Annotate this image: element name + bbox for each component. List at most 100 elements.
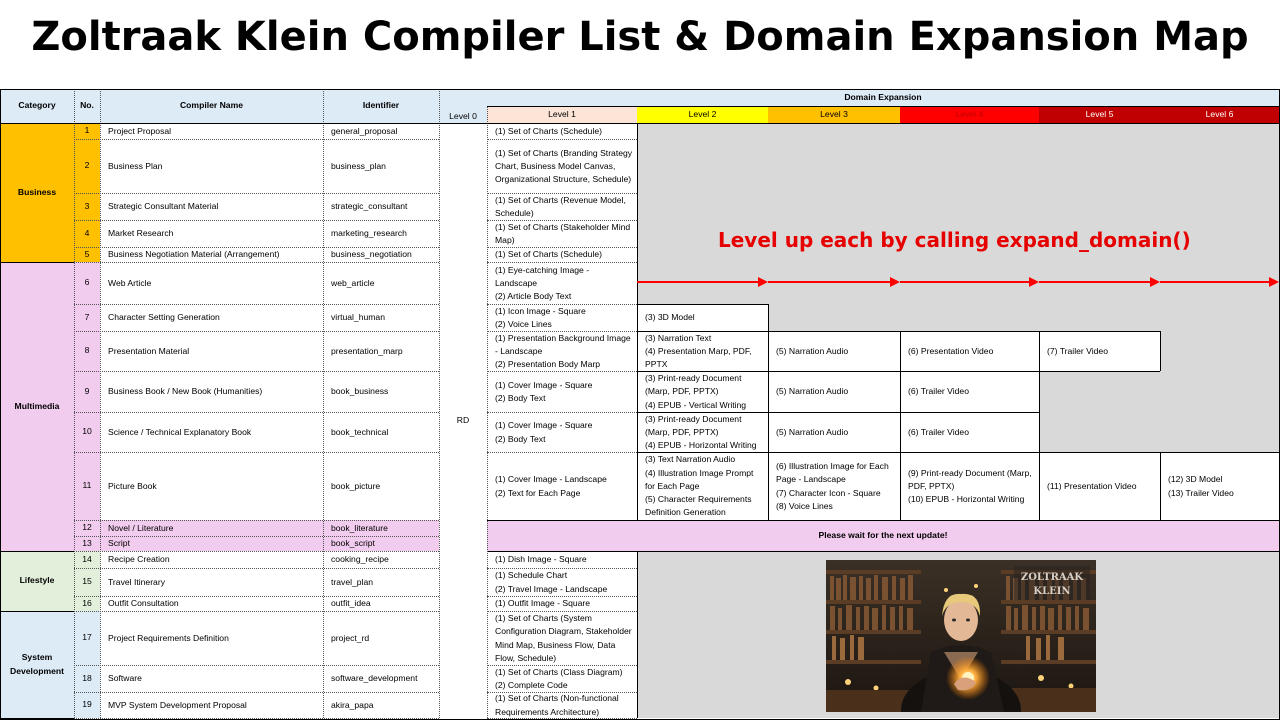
row-compiler-name: MVP System Development Proposal xyxy=(108,699,247,710)
row-compiler-name: Business Book / New Book (Humanities) xyxy=(108,386,263,397)
wait-message: Please wait for the next update! xyxy=(487,520,1279,551)
row-level-3: (5) Narration Audio xyxy=(776,386,849,397)
row-level-2: (3) Print-ready Document (Marp, PDF, PPT… xyxy=(645,373,747,410)
row-identifier: book_business xyxy=(331,386,389,397)
category-label: Lifestyle xyxy=(19,575,55,586)
row-identifier: web_article xyxy=(331,277,375,288)
row-no: 5 xyxy=(84,248,90,259)
row-no: 3 xyxy=(84,200,90,211)
row-no: 7 xyxy=(84,311,90,322)
row-identifier: business_plan xyxy=(331,160,386,171)
row-identifier: cooking_recipe xyxy=(331,554,389,565)
expansion-gray-row7 xyxy=(768,304,1279,331)
category-band-2 xyxy=(0,262,100,551)
row-level-2: (3) Print-ready Document (Marp, PDF, PPT… xyxy=(645,413,757,451)
category-label: Multimedia xyxy=(14,400,60,411)
header-compiler-name: Compiler Name xyxy=(179,100,244,111)
row-identifier: virtual_human xyxy=(331,312,385,323)
row-no: 2 xyxy=(84,160,90,171)
row-compiler-name: Travel Itinerary xyxy=(108,576,165,587)
header-level-4: Level 4 xyxy=(900,106,1039,123)
row-level-2: (3) Text Narration Audio (4) Illustratio… xyxy=(645,454,754,518)
expansion-gray-row9-10 xyxy=(1039,371,1279,452)
header-identifier: Identifier xyxy=(362,100,400,111)
row-compiler-name: Project Requirements Definition xyxy=(108,632,229,643)
row-level-6: (12) 3D Model (13) Trailer Video xyxy=(1168,474,1234,498)
row-compiler-name: Presentation Material xyxy=(108,345,190,356)
row-level-4: (6) Trailer Video xyxy=(908,426,969,437)
row-level-1: (1) Set of Charts (Revenue Model, Schedu… xyxy=(495,194,626,218)
row-compiler-name: Picture Book xyxy=(108,480,157,491)
row-level-3: (6) Illustration Image for Each Page - L… xyxy=(776,460,889,511)
row-level-1: (1) Set of Charts (Schedule) xyxy=(495,125,602,136)
level0-value: RD xyxy=(456,414,470,425)
row-compiler-name: Strategic Consultant Material xyxy=(108,201,219,212)
category-band-4 xyxy=(0,611,100,718)
row-no: 19 xyxy=(82,699,92,710)
header-level-1: Level 1 xyxy=(487,106,637,123)
header-level-0: Level 0 xyxy=(449,110,477,121)
row-level-1: (1) Set of Charts (System Configuration … xyxy=(495,612,632,663)
expansion-gray-top xyxy=(637,123,1279,331)
row-identifier: akira_papa xyxy=(331,699,374,710)
expand-domain-annotation: Level up each by calling expand_domain() xyxy=(718,228,1191,252)
row-level-1: (1) Set of Charts (Branding Strategy Cha… xyxy=(495,147,633,185)
row-level-1: (1) Eye-catching Image - Landscape (2) A… xyxy=(495,264,590,302)
row-level-1: (1) Dish Image - Square xyxy=(495,554,587,565)
logo-line-2: KLEIN xyxy=(1033,586,1070,597)
row-compiler-name: Web Article xyxy=(108,277,152,288)
expansion-gray-row8 xyxy=(1160,331,1279,371)
row-identifier: marketing_research xyxy=(331,228,407,239)
row-no: 16 xyxy=(82,597,92,608)
header-level-2: Level 2 xyxy=(637,106,768,123)
row-identifier: book_script xyxy=(331,538,375,549)
row-compiler-name: Character Setting Generation xyxy=(108,312,220,323)
row-level-1: (1) Cover Image - Square (2) Body Text xyxy=(495,379,593,403)
row-level-1: (1) Cover Image - Landscape (2) Text for… xyxy=(495,474,607,498)
row-compiler-name: Market Research xyxy=(108,228,174,239)
row-identifier: book_picture xyxy=(331,480,381,491)
row8-levels-bg xyxy=(637,331,1160,371)
header-level-6: Level 6 xyxy=(1160,106,1279,123)
category-label: Business xyxy=(17,186,57,197)
header-category: Category xyxy=(18,100,56,111)
row-no: 8 xyxy=(84,345,90,356)
row-level-4: (6) Presentation Video xyxy=(908,345,994,356)
row-level-1: (1) Set of Charts (Schedule) xyxy=(495,249,602,260)
row-no: 17 xyxy=(82,632,92,643)
row-level-1: (1) Cover Image - Square (2) Body Text xyxy=(495,420,593,444)
row-level-3: (5) Narration Audio xyxy=(776,426,849,437)
header-domain-expansion: Domain Expansion xyxy=(487,89,1279,106)
row-identifier: general_proposal xyxy=(331,125,398,136)
row-compiler-name: Recipe Creation xyxy=(108,554,170,565)
row-level-1: (1) Set of Charts (Class Diagram) (2) Co… xyxy=(495,666,623,690)
row-level-2: (3) Narration Text (4) Presentation Marp… xyxy=(645,332,752,370)
row-level-5: (7) Trailer Video xyxy=(1047,345,1108,356)
category-band-1 xyxy=(0,123,100,262)
page-title: Zoltraak Klein Compiler List & Domain Ex… xyxy=(31,14,1249,60)
row-identifier: software_development xyxy=(331,673,418,684)
row-no: 14 xyxy=(82,553,92,564)
row-level-4: (6) Trailer Video xyxy=(908,386,969,397)
row-identifier: book_literature xyxy=(331,522,388,533)
row-identifier: outfit_idea xyxy=(331,598,371,609)
row-level-1: (1) Set of Charts (Stakeholder Mind Map) xyxy=(495,221,631,245)
row-level-1: (1) Icon Image - Square (2) Voice Lines xyxy=(495,305,586,329)
row-level-1: (1) Presentation Background Image - Land… xyxy=(495,332,631,370)
row-compiler-name: Project Proposal xyxy=(108,125,172,136)
wizard-library-illustration: ZOLTRAAK KLEIN xyxy=(826,560,1096,712)
row9-10-levels-bg xyxy=(637,371,1039,452)
row-no: 11 xyxy=(82,480,92,491)
category-band-3 xyxy=(0,551,100,611)
row-compiler-name: Science / Technical Explanatory Book xyxy=(108,426,252,437)
header-level-5: Level 5 xyxy=(1039,106,1160,123)
row-no: 15 xyxy=(82,576,92,587)
row-level-2: (3) 3D Model xyxy=(645,312,695,323)
header-no: No. xyxy=(80,100,94,111)
header-level-3: Level 3 xyxy=(768,106,900,123)
category-label: System Development xyxy=(10,652,64,676)
row-identifier: travel_plan xyxy=(331,576,374,587)
row-identifier: business_negotiation xyxy=(331,249,412,260)
logo-line-1: ZOLTRAAK xyxy=(1021,572,1083,583)
